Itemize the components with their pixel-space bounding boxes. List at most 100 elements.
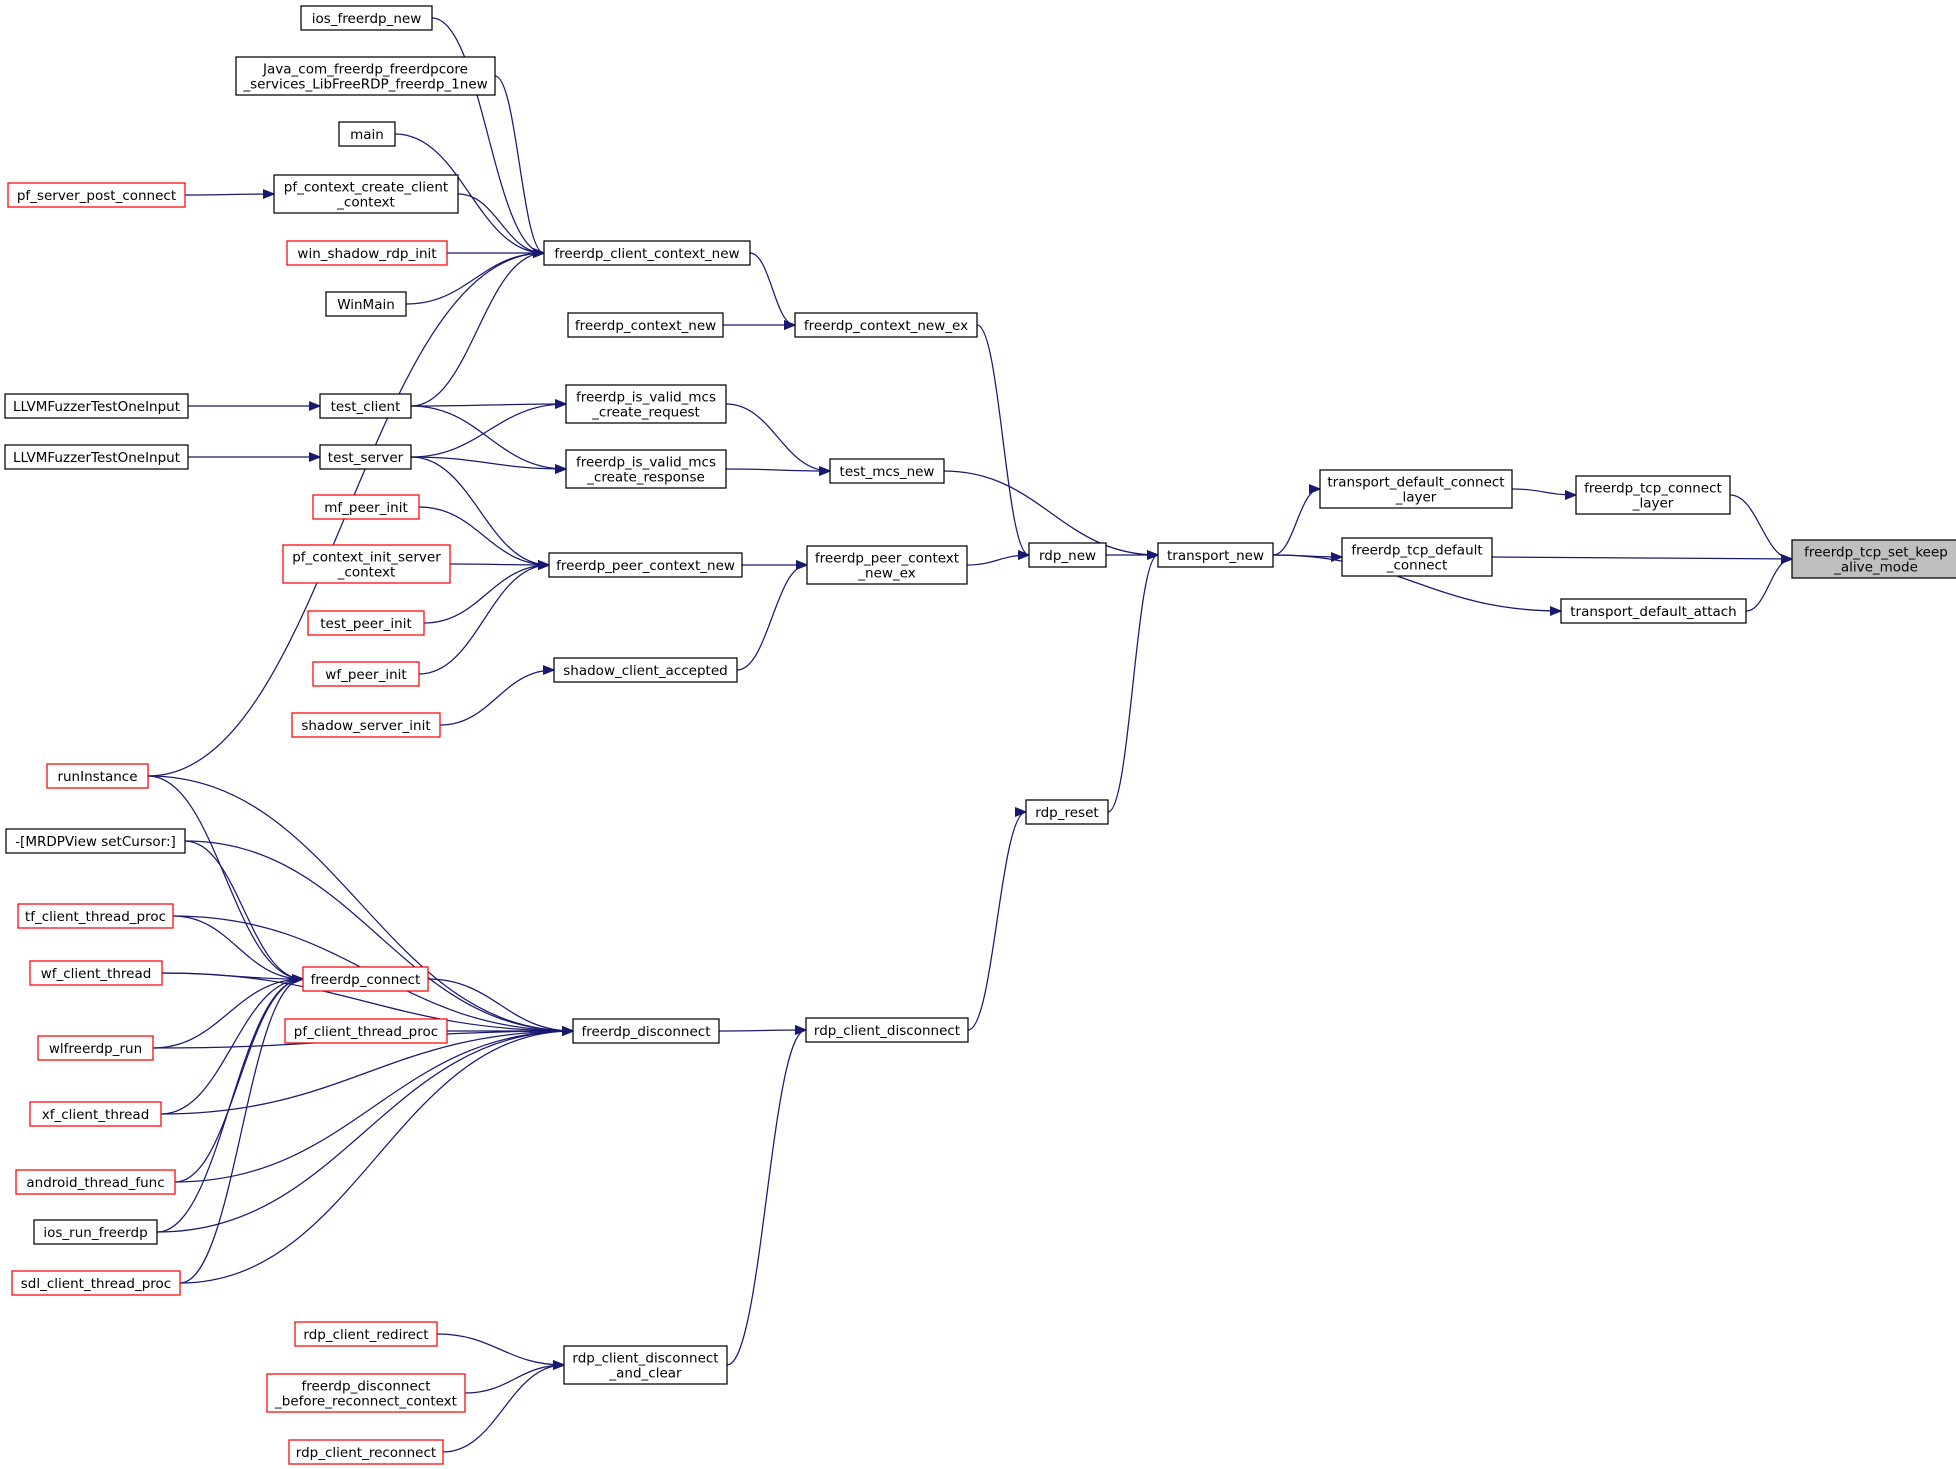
node-llvm-1[interactable]: LLVMFuzzerTestOneInput bbox=[4, 393, 189, 419]
node-box bbox=[325, 291, 407, 317]
edge-line bbox=[726, 1030, 807, 1366]
edge-line bbox=[943, 470, 1158, 555]
node-box bbox=[565, 384, 727, 424]
edge-tcp_default_connect-to-target bbox=[1491, 557, 1792, 559]
node-label: test_mcs_new bbox=[840, 464, 935, 480]
node-box bbox=[294, 1321, 438, 1347]
edge-disconnect_before_reconnect-to-rdp_client_disconnect_and_clear bbox=[464, 1365, 564, 1394]
edge-test_client-to-valid_mcs_request bbox=[410, 404, 566, 406]
node-tcp-connect-layer[interactable]: freerdp_tcp_connect_layer bbox=[1575, 475, 1731, 515]
edge-line bbox=[156, 979, 303, 1233]
node-rdp-client-disconnect[interactable]: rdp_client_disconnect bbox=[805, 1017, 969, 1043]
node-box bbox=[548, 552, 743, 578]
node-java-new[interactable]: Java_com_freerdp_freerdpcore_services_Li… bbox=[235, 56, 496, 96]
node-mrdpview[interactable]: -[MRDPView setCursor:] bbox=[5, 828, 186, 854]
node-box bbox=[319, 444, 412, 470]
node-test-peer-init[interactable]: test_peer_init bbox=[307, 610, 425, 636]
node-peer-context-new-ex[interactable]: freerdp_peer_context_new_ex bbox=[806, 545, 968, 585]
node-label: freerdp_disconnect bbox=[302, 1379, 431, 1395]
node-peer-context-new[interactable]: freerdp_peer_context_new bbox=[548, 552, 743, 578]
edge-line bbox=[410, 253, 544, 407]
node-box bbox=[1560, 598, 1747, 624]
node-rdp-new[interactable]: rdp_new bbox=[1028, 542, 1107, 568]
node-label: _connect bbox=[1386, 558, 1448, 574]
edge-freerdp_disconnect-to-rdp_client_disconnect bbox=[718, 1030, 806, 1031]
node-ios-freerdp-new[interactable]: ios_freerdp_new bbox=[300, 5, 433, 31]
node-shadow-client-accepted[interactable]: shadow_client_accepted bbox=[553, 657, 738, 683]
node-sdl-client-thread-proc[interactable]: sdl_client_thread_proc bbox=[11, 1270, 181, 1296]
node-disconnect-before-reconnect[interactable]: freerdp_disconnect_before_reconnect_cont… bbox=[266, 1373, 466, 1413]
edge-pf_context_create_client-to-client_context_new bbox=[457, 193, 544, 253]
node-pf-context-create-client[interactable]: pf_context_create_client_context bbox=[273, 174, 459, 214]
node-ios-run-freerdp[interactable]: ios_run_freerdp bbox=[33, 1219, 158, 1245]
edge-line bbox=[184, 840, 303, 979]
node-rdp-client-redirect[interactable]: rdp_client_redirect bbox=[294, 1321, 438, 1347]
node-test-server[interactable]: test_server bbox=[319, 444, 412, 470]
node-rdp-client-disconnect-and-clear[interactable]: rdp_client_disconnect_and_clear bbox=[563, 1345, 728, 1385]
node-shadow-server-init[interactable]: shadow_server_init bbox=[291, 712, 441, 738]
edge-line bbox=[418, 506, 549, 565]
edge-rdp_client_disconnect-to-rdp_reset bbox=[967, 812, 1027, 1031]
node-transport-default-connect-layer[interactable]: transport_default_connect_layer bbox=[1319, 469, 1513, 509]
node-pf-server-post-connect[interactable]: pf_server_post_connect bbox=[7, 182, 186, 208]
node-box bbox=[291, 712, 441, 738]
edge-line bbox=[1491, 557, 1792, 559]
node-main[interactable]: main bbox=[338, 121, 396, 147]
node-box bbox=[1319, 469, 1513, 509]
node-runinstance[interactable]: runInstance bbox=[46, 763, 149, 789]
node-rdp-client-reconnect[interactable]: rdp_client_reconnect bbox=[288, 1439, 444, 1465]
node-target[interactable]: freerdp_tcp_set_keep_alive_mode bbox=[1791, 539, 1956, 579]
node-label: _alive_mode bbox=[1833, 560, 1918, 576]
node-pf-client-thread-proc[interactable]: pf_client_thread_proc bbox=[284, 1018, 448, 1044]
node-xf-client-thread[interactable]: xf_client_thread bbox=[29, 1101, 162, 1127]
node-label: _before_reconnect_context bbox=[274, 1394, 457, 1410]
node-wlfreerdp-run[interactable]: wlfreerdp_run bbox=[37, 1035, 154, 1061]
node-valid-mcs-request[interactable]: freerdp_is_valid_mcs_create_request bbox=[565, 384, 727, 424]
node-box bbox=[565, 449, 727, 489]
node-box bbox=[288, 1439, 444, 1465]
edge-line bbox=[394, 133, 544, 253]
node-pf-context-init-server[interactable]: pf_context_init_server_context bbox=[282, 544, 451, 584]
node-tcp-default-connect[interactable]: freerdp_tcp_default_connect bbox=[1341, 537, 1493, 577]
node-test-mcs-new[interactable]: test_mcs_new bbox=[829, 458, 945, 484]
node-box bbox=[806, 545, 968, 585]
node-test-client[interactable]: test_client bbox=[319, 393, 412, 419]
node-freerdp-connect[interactable]: freerdp_connect bbox=[302, 966, 429, 992]
node-llvm-2[interactable]: LLVMFuzzerTestOneInput bbox=[4, 444, 189, 470]
node-box bbox=[572, 1018, 720, 1044]
node-mf-peer-init[interactable]: mf_peer_init bbox=[312, 494, 420, 520]
node-freerdp-disconnect[interactable]: freerdp_disconnect bbox=[572, 1018, 720, 1044]
edge-pf_context_init_server-to-peer_context_new bbox=[449, 564, 549, 565]
node-label: ios_freerdp_new bbox=[312, 11, 422, 27]
edge-mrdpview-to-freerdp_disconnect bbox=[184, 840, 573, 1031]
node-box bbox=[4, 393, 189, 419]
edge-context_new_ex-to-rdp_new bbox=[976, 324, 1030, 555]
edge-line bbox=[174, 1031, 573, 1183]
node-tf-client-thread-proc[interactable]: tf_client_thread_proc bbox=[17, 903, 174, 929]
edge-android_thread_func-to-freerdp_disconnect bbox=[174, 1031, 573, 1183]
node-wf-peer-init[interactable]: wf_peer_init bbox=[312, 661, 420, 687]
edge-wf_peer_init-to-peer_context_new bbox=[418, 565, 549, 675]
node-valid-mcs-response[interactable]: freerdp_is_valid_mcs_create_response bbox=[565, 449, 727, 489]
node-transport-default-attach[interactable]: transport_default_attach bbox=[1560, 598, 1747, 624]
node-context-new[interactable]: freerdp_context_new bbox=[567, 312, 724, 338]
node-winmain[interactable]: WinMain bbox=[325, 291, 407, 317]
node-context-new-ex[interactable]: freerdp_context_new_ex bbox=[794, 312, 978, 338]
node-client-context-new[interactable]: freerdp_client_context_new bbox=[543, 240, 751, 266]
node-box bbox=[1575, 475, 1731, 515]
edge-line bbox=[1107, 555, 1159, 813]
edge-line bbox=[449, 564, 549, 565]
node-box bbox=[563, 1345, 728, 1385]
node-rdp-reset[interactable]: rdp_reset bbox=[1025, 799, 1109, 825]
node-transport-new[interactable]: transport_new bbox=[1157, 542, 1274, 568]
node-win-shadow-rdp-init[interactable]: win_shadow_rdp_init bbox=[286, 240, 448, 266]
node-label: test_client bbox=[331, 399, 401, 415]
edge-mrdpview-to-freerdp_connect bbox=[184, 840, 303, 979]
node-box bbox=[33, 1219, 158, 1245]
node-label: xf_client_thread bbox=[42, 1107, 150, 1123]
node-box bbox=[17, 903, 174, 929]
node-wf-client-thread[interactable]: wf_client_thread bbox=[29, 960, 163, 986]
node-android-thread-func[interactable]: android_thread_func bbox=[15, 1169, 176, 1195]
node-label: win_shadow_rdp_init bbox=[297, 246, 436, 262]
node-box bbox=[1341, 537, 1493, 577]
